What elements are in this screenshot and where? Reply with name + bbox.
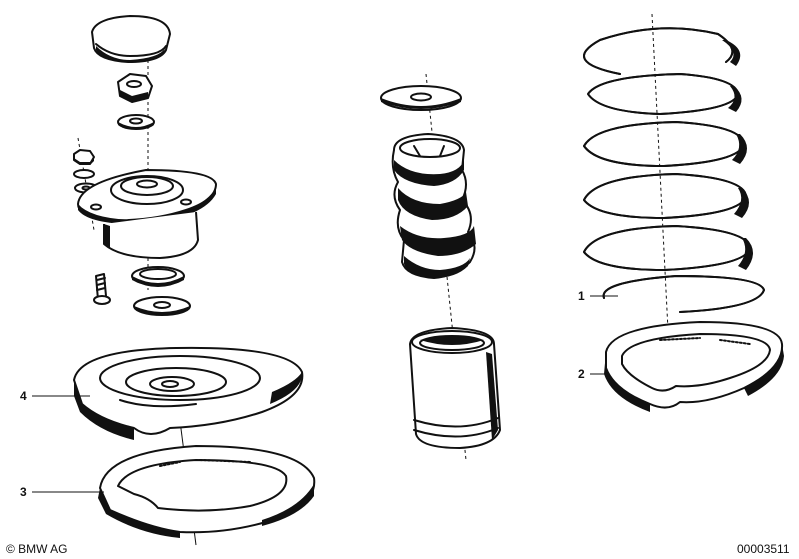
callout-1-label: 1 bbox=[578, 289, 585, 303]
right-coil-spring-assembly bbox=[583, 13, 784, 412]
protective-tube bbox=[409, 327, 501, 449]
right-center-axis bbox=[651, 13, 669, 331]
upper-spring-seat bbox=[73, 346, 304, 440]
bump-stop bbox=[391, 133, 476, 279]
bump-stop-washer bbox=[380, 85, 462, 111]
drawing-number: 00003511 bbox=[737, 542, 790, 556]
bearing-ring bbox=[131, 266, 185, 287]
top-nut bbox=[117, 73, 153, 103]
coil-spring bbox=[583, 27, 765, 313]
middle-bump-stop-assembly bbox=[380, 73, 501, 461]
callout-2-label: 2 bbox=[578, 367, 585, 381]
top-washer bbox=[117, 114, 155, 130]
callout-4-label: 4 bbox=[20, 389, 27, 403]
copyright-text: © BMW AG bbox=[6, 542, 68, 556]
callout-4: 4 bbox=[20, 389, 90, 403]
callout-2: 2 bbox=[578, 367, 608, 381]
dust-cap bbox=[91, 15, 171, 63]
lower-spring-pad bbox=[604, 321, 784, 412]
left-strut-mount-assembly bbox=[73, 15, 316, 546]
stud-bolt bbox=[93, 273, 111, 305]
spring-seat-rubber-ring bbox=[98, 445, 316, 538]
callout-3: 3 bbox=[20, 485, 104, 499]
callout-1: 1 bbox=[578, 289, 618, 303]
callout-3-label: 3 bbox=[20, 485, 27, 499]
strut-mount bbox=[77, 169, 217, 259]
lower-washer bbox=[133, 296, 191, 316]
